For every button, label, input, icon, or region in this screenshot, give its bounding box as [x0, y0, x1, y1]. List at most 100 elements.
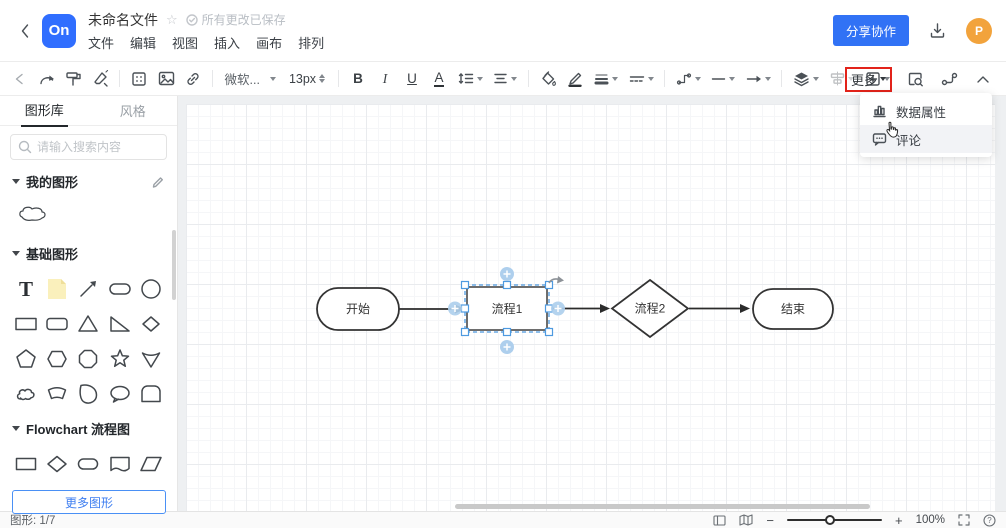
node-process2[interactable]: 流程2 — [610, 278, 690, 339]
line-start-button[interactable] — [708, 67, 738, 91]
zoom-out-button[interactable]: − — [766, 512, 774, 528]
shape-rounded-top-rect[interactable] — [137, 380, 165, 407]
section-basic-shapes[interactable]: 基础图形 — [0, 232, 177, 267]
minimap-icon[interactable] — [739, 514, 753, 526]
download-icon[interactable] — [929, 22, 946, 39]
star-icon[interactable]: ☆ — [166, 12, 178, 27]
shape-arc-band[interactable] — [43, 380, 71, 407]
menu-canvas[interactable]: 画布 — [256, 35, 283, 51]
line-height-button[interactable] — [455, 67, 485, 91]
shape-rectangle[interactable] — [12, 310, 40, 337]
connect-nodes-button[interactable] — [938, 67, 960, 91]
zoom-in-button[interactable]: + — [894, 512, 903, 528]
tab-style[interactable]: 风格 — [89, 96, 178, 125]
edit-pencil-icon[interactable] — [151, 175, 165, 189]
shape-speech-bubble[interactable] — [106, 380, 134, 407]
text-align-button[interactable] — [490, 67, 520, 91]
layers-button[interactable] — [790, 67, 822, 91]
undo-button[interactable] — [8, 67, 30, 91]
connection-plus-handles[interactable] — [448, 267, 565, 354]
shape-cloud[interactable] — [12, 380, 40, 407]
panel-toggle-icon[interactable] — [713, 514, 726, 526]
menu-edit[interactable]: 编辑 — [130, 35, 157, 51]
svg-text:T: T — [19, 277, 33, 301]
menu-file[interactable]: 文件 — [88, 35, 115, 51]
horizontal-scrollbar[interactable] — [455, 504, 870, 509]
node-process1[interactable]: 流程1 — [466, 286, 548, 331]
shape-teardrop[interactable] — [74, 380, 102, 407]
shape-circle[interactable] — [137, 275, 165, 302]
tab-shape-library[interactable]: 图形库 — [0, 96, 89, 127]
shape-terminator[interactable] — [74, 450, 102, 477]
step-down-icon[interactable] — [319, 79, 326, 83]
clear-format-icon[interactable] — [89, 67, 111, 91]
italic-button[interactable]: I — [374, 67, 396, 91]
format-painter-icon[interactable] — [62, 67, 84, 91]
menu-item-data-attributes[interactable]: 数据属性 — [860, 97, 992, 125]
node-end[interactable]: 结束 — [752, 288, 834, 330]
font-family-select[interactable]: 微软... — [221, 67, 279, 91]
arrow-end-button[interactable] — [743, 67, 773, 91]
fill-color-button[interactable] — [537, 67, 559, 91]
avatar[interactable]: P — [966, 17, 992, 44]
shape-right-triangle[interactable] — [106, 310, 134, 337]
back-button[interactable] — [14, 14, 36, 48]
connector-type-button[interactable] — [673, 67, 703, 91]
shape-octagon[interactable] — [74, 345, 102, 372]
resize-handles[interactable] — [460, 280, 554, 337]
shape-diamond[interactable] — [137, 310, 165, 337]
distribute-button[interactable] — [862, 67, 892, 91]
sidebar-scrollbar[interactable] — [172, 230, 176, 300]
collapse-toolbar-button[interactable] — [972, 67, 994, 91]
line-style-button[interactable] — [626, 67, 656, 91]
shape-pentagon[interactable] — [12, 345, 40, 372]
menu-arrange[interactable]: 排列 — [298, 35, 325, 51]
section-flowchart[interactable]: Flowchart 流程图 — [0, 407, 177, 442]
my-shape-cloud[interactable] — [16, 203, 50, 225]
shape-text[interactable]: T — [12, 275, 40, 302]
shape-cone[interactable] — [137, 345, 165, 372]
font-color-button[interactable]: A — [428, 67, 450, 91]
zoom-level[interactable]: 100% — [915, 514, 945, 526]
zoom-slider-knob[interactable] — [824, 515, 835, 525]
share-button[interactable]: 分享协作 — [832, 15, 909, 46]
image-icon[interactable] — [155, 67, 177, 91]
shape-rounded-rectangle[interactable] — [43, 310, 71, 337]
shape-arrow[interactable] — [74, 275, 102, 302]
grid-icon[interactable] — [128, 67, 150, 91]
shape-stadium[interactable] — [106, 275, 134, 302]
fullscreen-icon[interactable] — [958, 514, 970, 526]
shape-process[interactable] — [12, 450, 40, 477]
line-width-button[interactable] — [591, 67, 621, 91]
document-title[interactable]: 未命名文件 — [88, 11, 158, 28]
shape-document[interactable] — [106, 450, 134, 477]
line-color-button[interactable] — [564, 67, 586, 91]
menu-view[interactable]: 视图 — [172, 35, 199, 51]
more-shapes-button[interactable]: 更多图形 — [12, 490, 166, 514]
underline-button[interactable]: U — [401, 67, 423, 91]
menu-item-comment[interactable]: 评论 — [860, 125, 992, 153]
shape-triangle[interactable] — [74, 310, 102, 337]
shape-decision[interactable] — [43, 450, 71, 477]
link-icon[interactable] — [182, 67, 204, 91]
node-start[interactable]: 开始 — [316, 287, 400, 331]
help-icon[interactable]: ? — [983, 513, 996, 527]
menu-insert[interactable]: 插入 — [214, 35, 241, 51]
step-up-icon[interactable] — [319, 74, 326, 78]
canvas-area[interactable]: 开始 流程1 流程2 结束 — [178, 96, 1006, 511]
search-input[interactable] — [10, 134, 167, 160]
find-replace-button[interactable] — [904, 67, 926, 91]
more-button[interactable]: 更多 — [844, 66, 892, 92]
shape-parallelogram[interactable] — [137, 450, 165, 477]
align-objects-button[interactable] — [827, 67, 857, 91]
shape-sticky-note[interactable] — [43, 275, 71, 302]
bold-button[interactable]: B — [347, 67, 369, 91]
font-size-stepper[interactable]: 13px — [284, 67, 330, 91]
zoom-slider[interactable] — [786, 514, 882, 526]
section-my-shapes[interactable]: 我的图形 — [0, 160, 177, 195]
shape-hexagon[interactable] — [43, 345, 71, 372]
app-logo[interactable]: On — [42, 13, 76, 48]
shape-star[interactable] — [106, 345, 134, 372]
rotate-handle[interactable] — [548, 276, 564, 284]
redo-button[interactable] — [35, 67, 57, 91]
